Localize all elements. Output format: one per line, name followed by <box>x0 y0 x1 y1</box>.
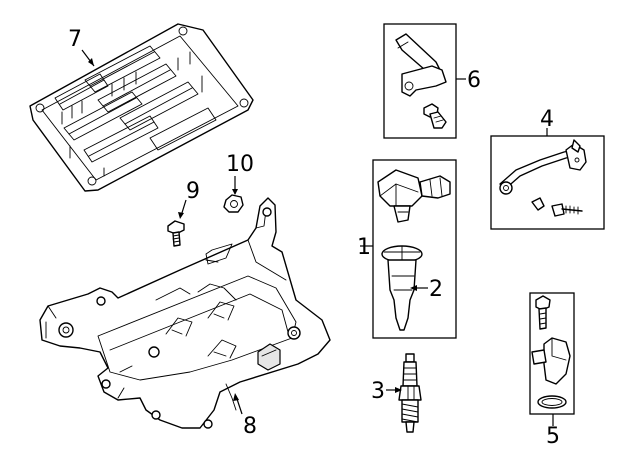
nut-icon[interactable] <box>223 194 244 213</box>
callout-3: 3 <box>371 379 385 404</box>
callout-5: 5 <box>546 424 560 449</box>
crankshaft-position-sensor-icon[interactable] <box>395 33 447 129</box>
callout-6: 6 <box>467 68 481 93</box>
callout-8: 8 <box>243 414 257 439</box>
callout-2: 2 <box>429 277 443 302</box>
sensor-box-6 <box>383 23 457 139</box>
ignition-coil-icon[interactable] <box>377 169 451 223</box>
callout-1: 1 <box>357 235 371 260</box>
sensor-box-5 <box>529 292 575 415</box>
callout-4: 4 <box>540 107 554 132</box>
oxygen-sensor-bracket-icon[interactable] <box>499 139 587 217</box>
spark-plug-icon[interactable] <box>398 353 422 433</box>
bolt-icon[interactable] <box>167 220 185 247</box>
callout-7: 7 <box>68 27 82 52</box>
callout-10: 10 <box>226 152 254 177</box>
callout-9: 9 <box>186 179 200 204</box>
coil-boot-icon[interactable] <box>381 245 423 331</box>
engine-control-module-icon[interactable] <box>29 23 254 192</box>
camshaft-position-sensor-icon[interactable] <box>531 295 571 409</box>
ecm-mounting-bracket-icon[interactable] <box>39 197 331 429</box>
coil-box-1 <box>372 159 457 339</box>
